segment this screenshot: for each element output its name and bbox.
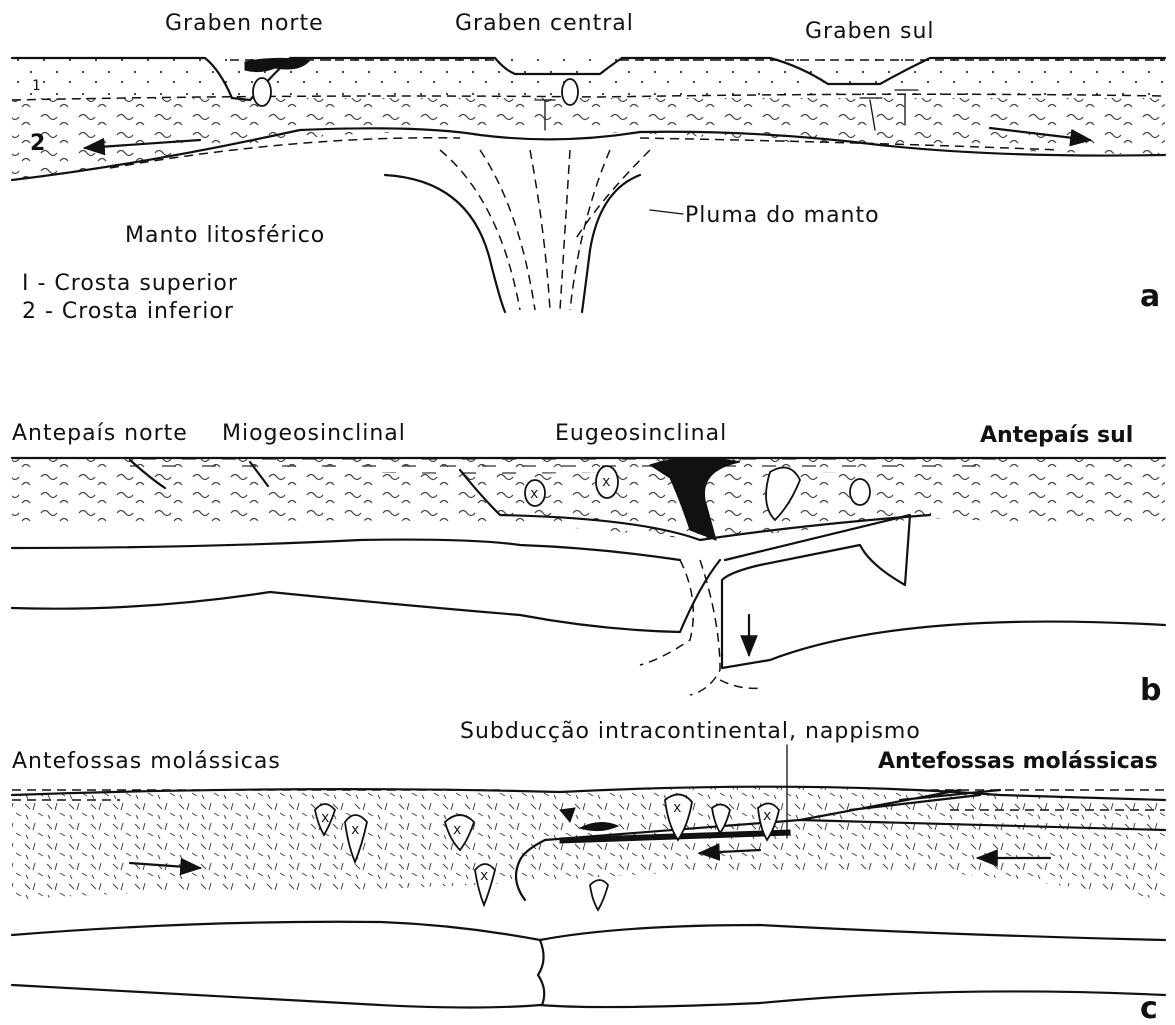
plume-outline-a [385,175,505,312]
plume-outline-right-a [582,175,640,312]
pluton-x-2-c: x [351,822,359,838]
upper-crust-a [12,58,1165,98]
label-eugeosinclinal: Eugeosinclinal [555,421,727,446]
pluton-8-c [590,880,608,910]
label-antepais-norte: Antepaís norte [12,421,188,446]
label-layer-1: 1 [32,78,40,94]
pluton-x-1-c: x [321,810,329,826]
lith-base-c [12,922,1165,940]
label-graben-central: Graben central [455,11,634,36]
legend-crosta-superior: I - Crosta superior [22,271,238,296]
label-subduccao: Subducção intracontinental, nappismo [460,719,921,744]
crust-c [12,787,1165,900]
pluton-x-3-c: x [453,822,461,838]
panel-letter-b: b [1140,673,1161,708]
panel-a: Graben norte Graben central Graben sul 1… [12,11,1165,324]
label-graben-norte: Graben norte [165,11,324,36]
label-antefossas-right: Antefossas molássicas [878,749,1158,774]
pluton-4-b [850,479,870,505]
label-pluma-do-manto: Pluma do manto [685,203,880,228]
pluton-x-6-c: x [763,808,771,824]
label-antepais-sul: Antepaís sul [980,423,1133,448]
pluton-norte-a [253,78,271,106]
pluton-x-1-b: x [530,486,538,502]
lower-boundary-c [12,985,1165,1008]
label-antefossas-left: Antefossas molássicas [12,749,281,774]
panel-letter-c: c [1140,991,1158,1025]
panel-letter-a: a [1140,279,1160,314]
crust-b [12,458,1165,540]
suture-line-c [538,940,544,1005]
label-miogeosinclinal: Miogeosinclinal [222,421,406,446]
pluton-x-2-b: x [602,474,610,490]
leader-pluma [650,210,683,214]
label-layer-2: 2 [30,131,45,156]
label-manto-litosferico: Manto litosférico [125,223,325,248]
legend-crosta-inferior: 2 - Crosta inferior [22,299,234,324]
pluton-central-a [562,79,578,105]
pluton-x-5-c: x [673,800,681,816]
slab-dash-b [640,560,760,695]
plume-streamlines-a [440,150,650,310]
moho-b [12,540,680,560]
label-graben-sul: Graben sul [805,19,935,44]
lith-base-b [12,560,720,632]
slab-base-b [722,622,1165,668]
pluton-x-4-c: x [480,868,488,884]
panel-c: Subducção intracontinental, nappismo Ant… [12,719,1165,1025]
panel-b: Antepaís norte Miogeosinclinal Eugeosinc… [12,421,1165,708]
